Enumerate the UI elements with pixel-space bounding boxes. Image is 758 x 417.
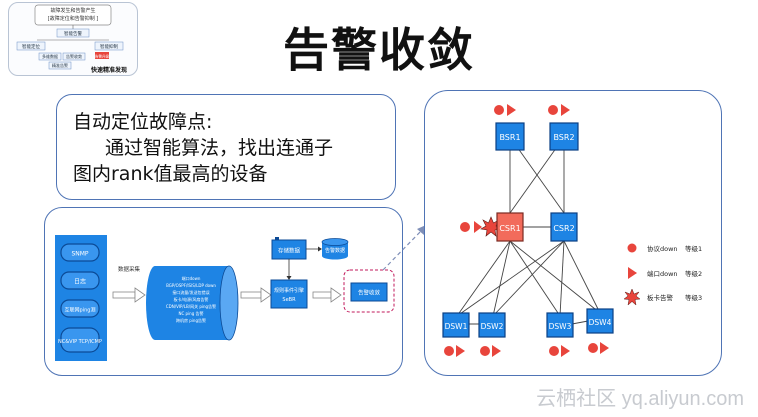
legend-triangle-icon — [628, 267, 637, 279]
output-box: 告警收敛 — [350, 282, 388, 302]
node-label: BSR1 — [499, 133, 520, 142]
event-cylinder: 端口down BGP/OSPF/ISIS/LDP down 接口流量/发送包错误… — [146, 265, 239, 341]
node-bsr1[interactable]: BSR1 — [494, 104, 525, 151]
node-label: DSW2 — [481, 322, 504, 331]
engine-box: 规则事件引擎 SeBR — [270, 279, 308, 309]
source-label: 互联网ping测 — [65, 307, 96, 314]
store-label: 存储数据 — [278, 247, 301, 255]
legend-level: 等级3 — [685, 293, 702, 302]
source-label: NC&VIP TCP/ICMP — [58, 339, 102, 345]
source-label: SNMP — [71, 251, 88, 258]
callout-box: 自动定位故障点: 通过智能算法，找出连通子 图内rank值最高的设备 — [56, 94, 396, 200]
thumb-text-1: 故障发生和告警产生 — [50, 7, 95, 14]
node-label: DSW4 — [589, 318, 612, 327]
cylinder-line: 端口down — [182, 275, 201, 281]
cylinder-line: BGP/OSPF/ISIS/LDP down — [166, 283, 216, 288]
thumbnail-diagram: 故障发生和告警产生 [故障定位和告警抑制 ] 智能告警 智能定位 智能抑制 多维… — [8, 2, 138, 76]
callout-line-2: 通过智能算法，找出连通子 — [105, 137, 334, 159]
flow-diagram-svg: SNMP 日志 互联网ping测 NC&VIP TCP/ICMP 数据采集 端口… — [55, 235, 395, 361]
thumbnail-svg: 故障发生和告警产生 [故障定位和告警抑制 ] 智能告警 智能定位 智能抑制 多维… — [16, 4, 127, 74]
cylinder-line: 接口流量/发送包错误 — [172, 289, 209, 295]
db-label: 告警数据 — [325, 247, 345, 254]
legend-label: 端口down — [647, 269, 678, 278]
source-snmp: SNMP — [60, 243, 100, 262]
thumb-bottom-label: 快速精准发现 — [90, 66, 127, 74]
node-label: CSR2 — [553, 224, 574, 233]
source-nc-vip: NC&VIP TCP/ICMP — [58, 327, 102, 353]
legend-level: 等级2 — [685, 269, 702, 278]
thumb-box-d: 精准告警 — [52, 62, 68, 68]
thumb-text-2: [故障定位和告警抑制 ] — [48, 15, 99, 22]
node-dsw1[interactable]: DSW1 — [442, 312, 470, 357]
cylinder-line: 跨机房 ping告警 — [176, 317, 206, 323]
flow-diagram-panel: SNMP 日志 互联网ping测 NC&VIP TCP/ICMP 数据采集 端口… — [44, 207, 403, 376]
source-log: 日志 — [60, 271, 100, 290]
legend: 协议down 等级1 端口down 等级2 板卡告警 等级3 — [623, 243, 702, 306]
node-bsr2[interactable]: BSR2 — [548, 104, 579, 151]
arrow-to-output — [312, 287, 342, 303]
node-dsw4[interactable]: DSW4 — [586, 308, 614, 354]
store-box: 存储数据 — [271, 237, 307, 260]
thumb-box-right: 智能抑制 — [100, 43, 118, 50]
topology-svg: BSR1 BSR2 CSR1 CSR2 DSW1 — [442, 104, 702, 357]
node-label: DSW1 — [445, 322, 468, 331]
engine-label: 规则事件引擎 — [274, 287, 304, 294]
page-title: 告警收敛 — [283, 23, 475, 77]
node-csr2[interactable]: CSR2 — [550, 212, 578, 242]
node-dsw2[interactable]: DSW2 — [478, 312, 506, 357]
connector-arrow — [382, 225, 426, 271]
thumb-box-b: 告警收敛 — [66, 53, 82, 59]
arrow-to-engine — [240, 287, 272, 303]
thumb-box-mid: 智能告警 — [64, 30, 82, 37]
topology-links — [456, 136, 601, 325]
thumb-box-a: 多维数据 — [42, 53, 58, 59]
node-csr1[interactable]: CSR1 — [460, 212, 524, 242]
thumb-box-left: 智能定位 — [22, 43, 40, 50]
cylinder-line: 板卡/电源/风扇告警 — [174, 296, 209, 302]
engine-sub: SeBR — [282, 297, 296, 303]
node-label: DSW3 — [549, 322, 572, 331]
cylinder-line: NC ping 告警 — [178, 310, 203, 316]
callout-line-3: 图内rank值最高的设备 — [73, 163, 268, 185]
legend-circle-icon — [627, 243, 637, 253]
watermark: 云栖社区 yq.aliyun.com — [536, 388, 744, 410]
thumb-box-c: 告警升级 — [95, 54, 109, 59]
alarm-db: 告警数据 — [321, 238, 349, 260]
legend-level: 等级1 — [685, 244, 702, 253]
source-ping: 互联网ping测 — [60, 299, 100, 318]
node-dsw3[interactable]: DSW3 — [546, 312, 574, 357]
node-label: BSR2 — [553, 133, 574, 142]
collect-label: 数据采集 — [118, 265, 141, 273]
node-label: CSR1 — [499, 224, 520, 233]
legend-star-icon — [623, 288, 641, 306]
callout-line-1: 自动定位故障点: — [73, 111, 213, 133]
output-label: 告警收敛 — [358, 289, 381, 297]
source-label: 日志 — [74, 278, 86, 286]
legend-label: 协议down — [647, 244, 678, 253]
cylinder-line: CDN/VIP/LB/网关 ping告警 — [166, 303, 216, 309]
output-highlight — [343, 269, 395, 313]
arrow-collect — [112, 287, 146, 303]
legend-label: 板卡告警 — [647, 293, 674, 302]
topology-panel: BSR1 BSR2 CSR1 CSR2 DSW1 — [424, 90, 722, 376]
